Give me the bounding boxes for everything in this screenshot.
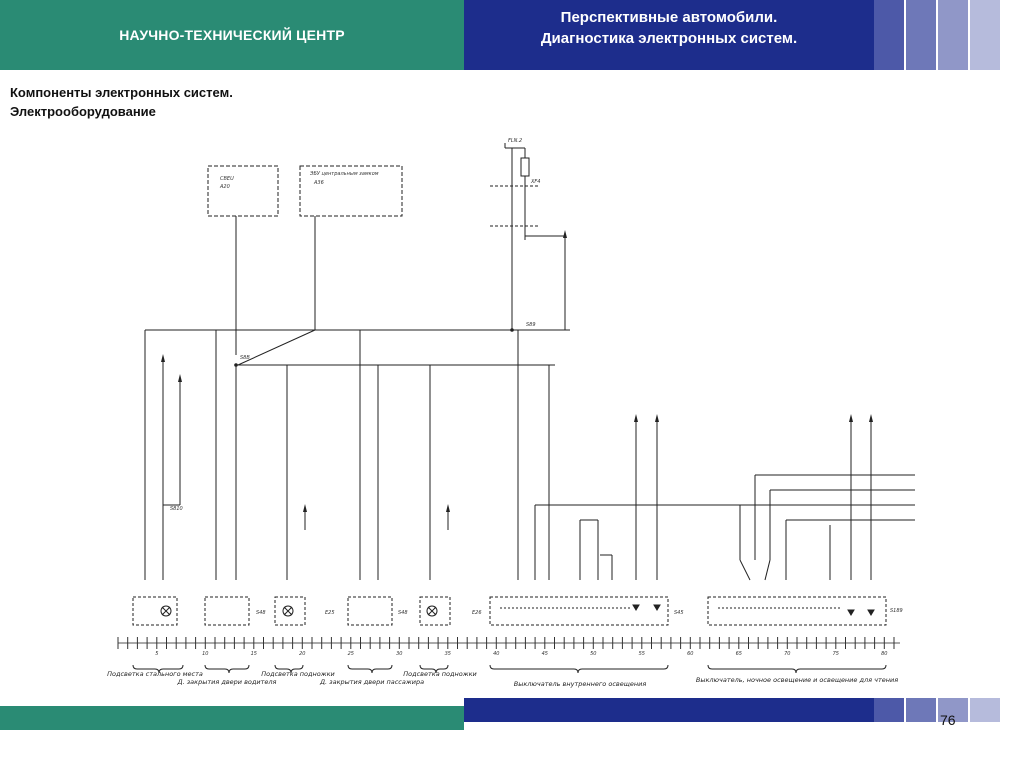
- subtitle-line-1: Компоненты электронных систем.: [10, 85, 233, 100]
- scale-label: 30: [396, 651, 402, 657]
- scale-label: 5: [155, 651, 158, 657]
- header-square-2: [906, 0, 936, 70]
- caption-7: Выключатель, ночное освещение и освещени…: [696, 676, 898, 684]
- scale-label: 40: [493, 651, 499, 657]
- caption-4: Д. закрытия двери пассажира: [319, 678, 424, 686]
- caption-2: Д. закрытия двери водителя: [177, 678, 277, 686]
- footer-green-bar: [0, 706, 464, 730]
- caption-6: Выключатель внутреннего освещения: [514, 680, 647, 688]
- ecu2-ref: A36: [313, 180, 324, 186]
- scale-label: 75: [833, 651, 839, 657]
- header-square-4: [970, 0, 1000, 70]
- splice-label-1: S8B: [240, 355, 250, 361]
- scale-label: 15: [251, 651, 257, 657]
- slide-subtitle: Компоненты электронных систем. Электрооб…: [10, 83, 233, 121]
- scale-label: 65: [736, 651, 742, 657]
- component-label-2: E25: [325, 610, 335, 616]
- scale-label: 25: [348, 651, 354, 657]
- footer-square-4: [970, 698, 1000, 722]
- scale-label: 35: [445, 651, 451, 657]
- scale-label: 20: [299, 651, 305, 657]
- title-line-1: Перспективные автомобили.: [560, 9, 778, 26]
- scale-label: 50: [590, 651, 596, 657]
- scale-label: 80: [881, 651, 887, 657]
- component-label-4: E26: [472, 610, 482, 616]
- component-label-6: S189: [890, 608, 903, 614]
- component-label-1: S48: [256, 610, 266, 616]
- header-org-banner: НАУЧНО-ТЕХНИЧЕСКИЙ ЦЕНТР: [0, 0, 464, 70]
- footer-square-1: [874, 698, 904, 722]
- fuse-label: FLN.2: [508, 138, 522, 144]
- footer-square-2: [906, 698, 936, 722]
- ecu1-name: СВЕU: [220, 176, 234, 182]
- component-label-3: S48: [398, 610, 408, 616]
- org-name: НАУЧНО-ТЕХНИЧЕСКИЙ ЦЕНТР: [119, 27, 345, 43]
- scale-label: 55: [639, 651, 645, 657]
- fuse-ref: XF4: [530, 179, 540, 185]
- scale-label: 45: [542, 651, 548, 657]
- header-square-3: [938, 0, 968, 70]
- component-label-5: S45: [674, 610, 684, 616]
- caption-1: Подсветка стального места: [107, 670, 203, 678]
- page-number: 76: [940, 712, 956, 728]
- ecu1-ref: A20: [219, 184, 230, 190]
- header-square-1: [874, 0, 904, 70]
- splice-label-2: S89: [526, 322, 536, 328]
- scale-label: 10: [202, 651, 208, 657]
- ecu2-name: ЭБУ центральным замком: [309, 171, 379, 177]
- header-title-banner: Перспективные автомобили. Диагностика эл…: [464, 0, 874, 70]
- subtitle-line-2: Электрооборудование: [10, 104, 156, 119]
- scale-label: 70: [784, 651, 790, 657]
- footer-square-3: [938, 698, 968, 722]
- footer-navy-bar: [464, 698, 874, 722]
- splice-label-3: S810: [170, 506, 183, 512]
- caption-3: Подсветка подножки: [261, 670, 334, 678]
- caption-5: Подсветка подножки: [403, 670, 476, 678]
- title-line-2: Диагностика электронных систем.: [540, 30, 798, 47]
- scale-label: 60: [687, 651, 693, 657]
